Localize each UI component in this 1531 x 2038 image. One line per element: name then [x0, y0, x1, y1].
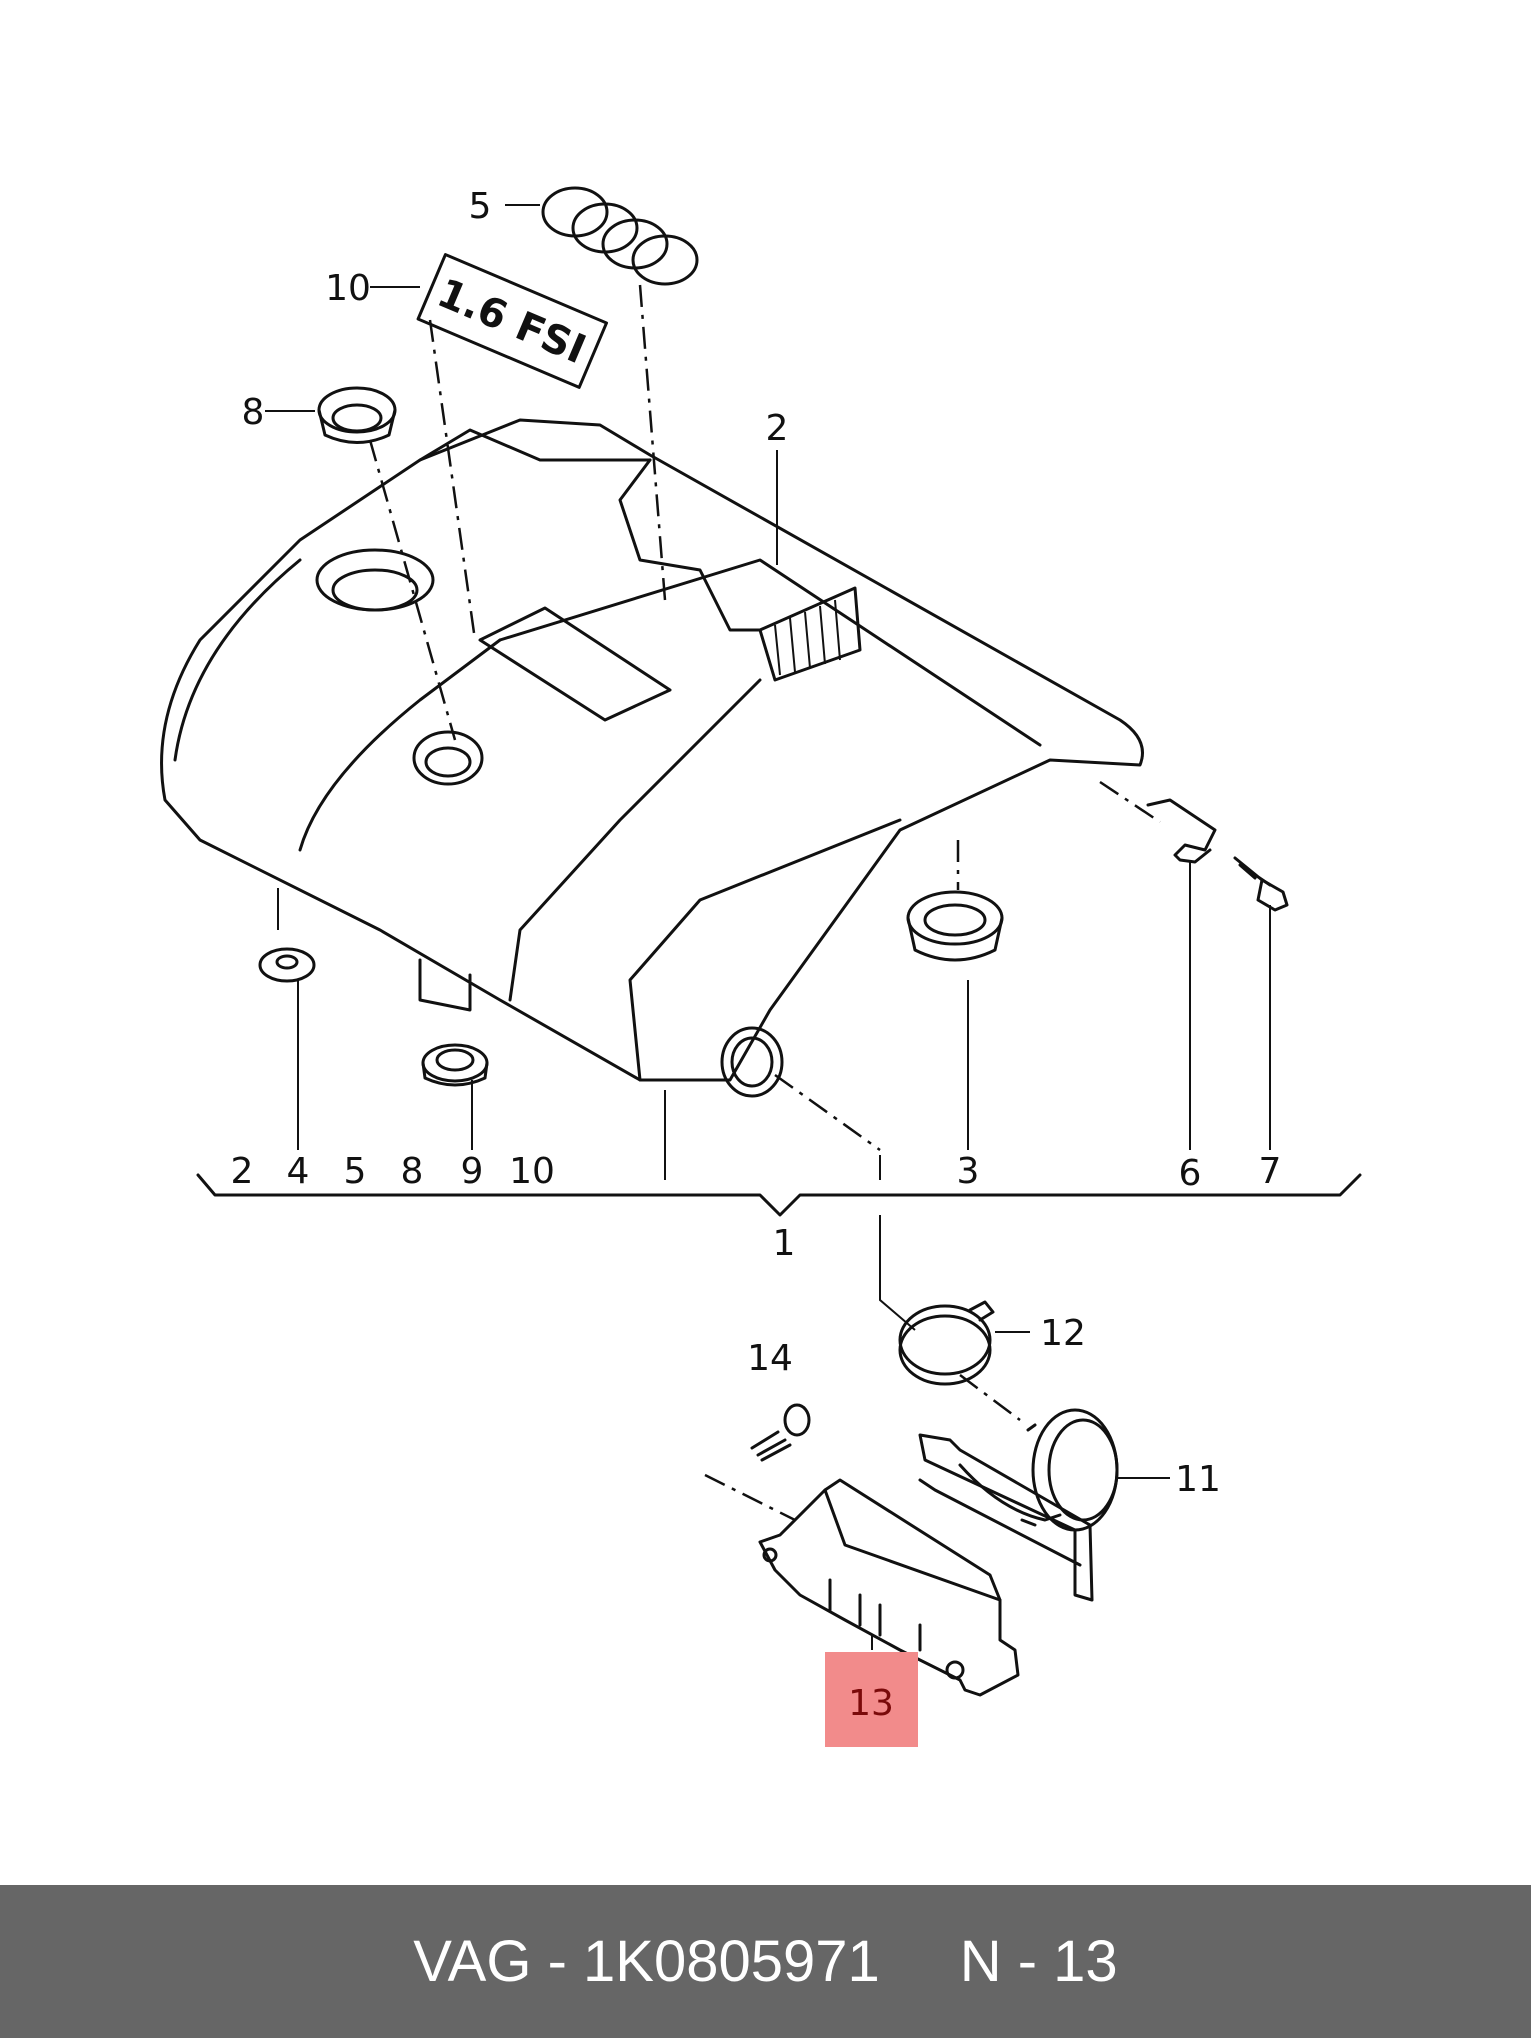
bolt-14	[750, 1403, 811, 1462]
callout-3: 3	[957, 1151, 980, 1192]
bracket-label: 5	[344, 1151, 367, 1192]
callout-14: 14	[747, 1338, 793, 1379]
part-number: VAG - 1K0805971	[413, 1929, 880, 1994]
reference-number: N - 13	[959, 1929, 1118, 1994]
grommet-9	[421, 1043, 489, 1087]
callout-2: 2	[766, 408, 789, 449]
exploded-parts-diagram: 1.6 FSI	[160, 186, 1362, 1747]
grommet-4	[258, 947, 316, 983]
bracket-label: 4	[287, 1151, 310, 1192]
callout-5: 5	[469, 186, 492, 227]
fsi-badge: 1.6 FSI	[416, 253, 609, 389]
air-guide-11	[918, 1408, 1119, 1602]
hose-clamp-12	[898, 1300, 995, 1386]
grommet-3	[906, 890, 1004, 962]
bracket-label: 8	[401, 1151, 424, 1192]
callout-8: 8	[242, 392, 265, 433]
callout-7: 7	[1259, 1151, 1282, 1192]
bracket-label: 10	[509, 1151, 555, 1192]
callout-12: 12	[1040, 1313, 1086, 1354]
bracket-label: 2	[231, 1151, 254, 1192]
air-intake-duct-13	[758, 1478, 1020, 1697]
screw-7	[1233, 856, 1289, 912]
callout-1: 1	[773, 1223, 796, 1264]
part-number-footer: VAG - 1K0805971 N - 13	[0, 1885, 1531, 2038]
clip-6	[1146, 798, 1217, 864]
highlight-box	[825, 1652, 918, 1747]
callout-13: 13	[848, 1683, 894, 1724]
grommet-8	[317, 386, 397, 444]
callout-6: 6	[1179, 1153, 1202, 1194]
bracket-label: 9	[461, 1151, 484, 1192]
engine-cover	[160, 418, 1144, 1098]
callout-11: 11	[1175, 1459, 1221, 1500]
callout-10: 10	[325, 268, 371, 309]
rings-emblem	[541, 186, 699, 286]
